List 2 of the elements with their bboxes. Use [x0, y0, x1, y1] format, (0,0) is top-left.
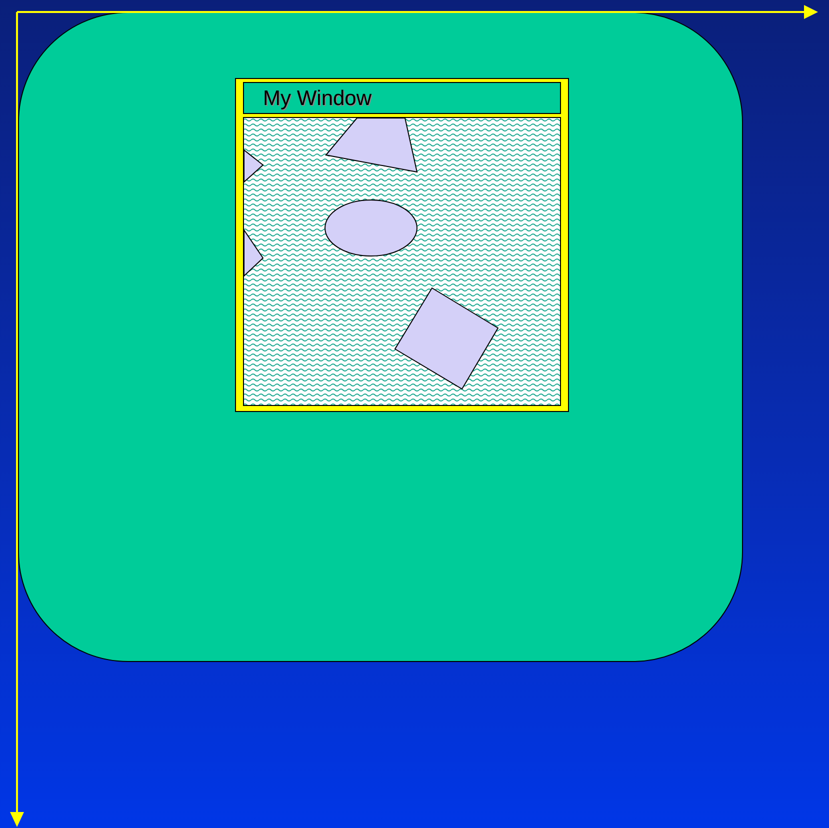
window-frame — [235, 78, 569, 412]
window-title: My Window — [263, 88, 372, 108]
